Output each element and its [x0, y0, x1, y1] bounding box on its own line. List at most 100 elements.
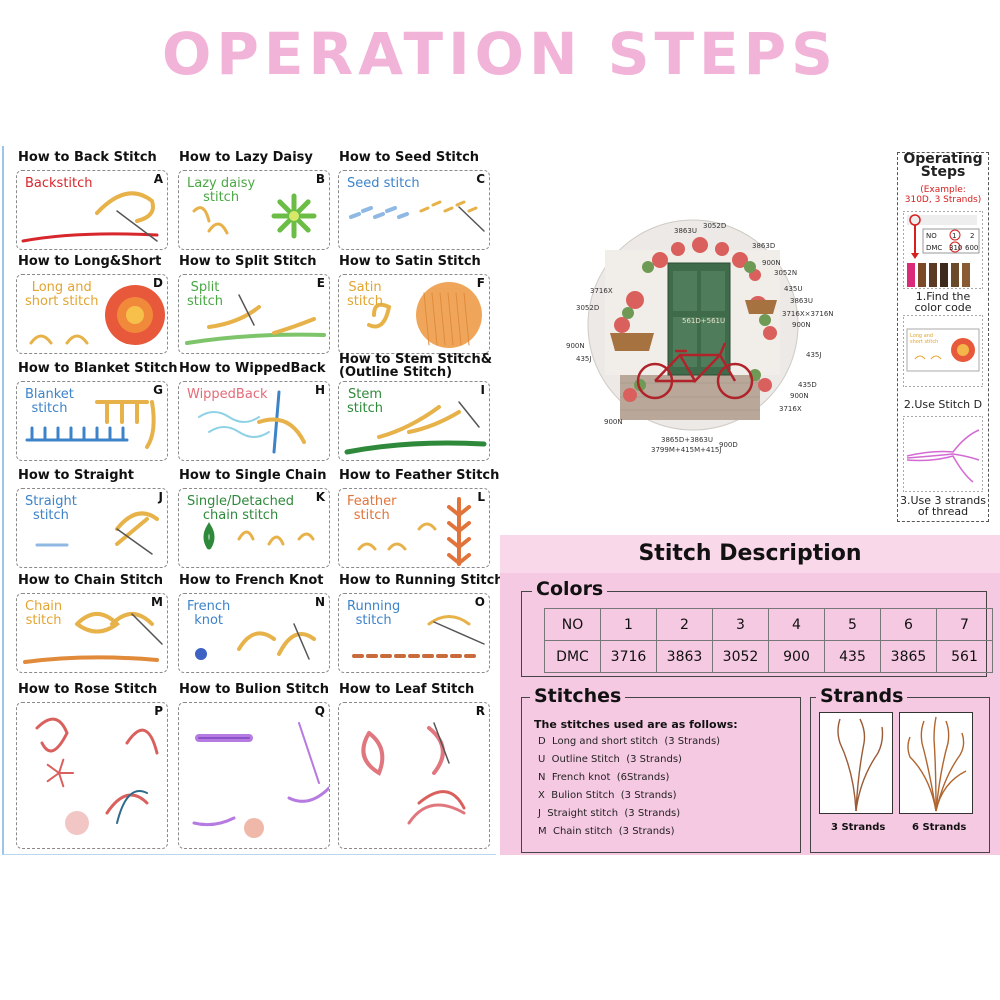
stitch-card-letter: D — [153, 276, 163, 290]
page-title: OPERATION STEPS — [162, 20, 838, 88]
mini-table-dmc: DMC — [926, 244, 943, 252]
thread-code-label: 561D+561U — [682, 317, 726, 325]
stitch-card-letter: F — [476, 276, 485, 290]
stitch-card-letter: H — [314, 383, 325, 397]
stitch-illustration-p — [35, 717, 159, 835]
colors-number-cell: 2 — [656, 608, 713, 641]
mini-table-value-2: 2 — [970, 232, 975, 240]
stitch-card-letter: Q — [314, 704, 325, 718]
thread-code-label: 435U — [784, 285, 803, 293]
thread-code-label: 900N — [762, 259, 781, 267]
stitch-illustration-n — [195, 623, 316, 660]
mini-table-value-310: 310 — [949, 244, 963, 252]
stitch-card-label-k: Single/Detached chain stitch — [187, 494, 295, 523]
colors-number-cell: 4 — [768, 608, 825, 641]
card-title-b: How to Lazy Daisy — [179, 150, 313, 165]
thread-code-label: 3052D — [703, 222, 727, 230]
colors-number-cell: 5 — [824, 608, 881, 641]
mini-table-value-600: 600 — [965, 244, 979, 252]
stitch-illustration-c — [349, 200, 485, 232]
stitch-card-label-o: Running stitch — [347, 599, 401, 628]
stitch-card-letter: O — [474, 595, 485, 609]
stitch-card-r: R — [338, 702, 490, 849]
colors-dmc-cell: 435 — [824, 640, 881, 673]
stitch-card-label-f: Satin stitch — [347, 280, 383, 309]
card-title-m: How to Chain Stitch — [18, 573, 164, 588]
stitch-card-letter: C — [476, 172, 485, 186]
stitch-illustration-i — [344, 401, 487, 455]
stitch-card-letter: K — [315, 490, 325, 504]
stitch-illustration-q — [192, 722, 329, 838]
stitches-title: Stitches — [530, 685, 626, 707]
step1-caption: 1.Find the color code — [914, 290, 972, 314]
stitch-list-item: J Straight stitch (3 Strands) — [538, 808, 681, 819]
card-title-c: How to Seed Stitch — [339, 150, 480, 165]
colors-dmc-cell: 561 — [936, 640, 993, 673]
thread-code-label: 3863U — [790, 297, 813, 305]
stitch-card-letter: I — [480, 383, 485, 397]
colors-dmc-cell: 3863 — [656, 640, 713, 673]
stitch-card-label-g: Blanket stitch — [25, 387, 74, 416]
colors-number-cell: 1 — [600, 608, 657, 641]
stitch-card-i: Stem stitch I — [338, 381, 490, 461]
embroidery-design-image — [587, 219, 799, 431]
stitch-list-item: D Long and short stitch (3 Strands) — [538, 736, 721, 747]
colors-no-header: NO — [544, 608, 601, 641]
step3-caption: 3.Use 3 strands of thread — [899, 494, 987, 518]
stitch-illustration-l — [357, 497, 471, 566]
stitch-illustration-k — [203, 522, 315, 550]
six-strands-image — [899, 712, 973, 814]
stitch-card-label-m: Chain stitch — [25, 599, 63, 628]
stitch-card-letter: J — [158, 490, 163, 504]
card-title-p: How to Rose Stitch — [18, 682, 158, 697]
stitch-illustration-m — [23, 612, 163, 664]
stitch-description-heading: Stitch Description — [500, 535, 1000, 573]
stitch-card-f: Satin stitch F — [338, 274, 490, 354]
stitch-illustration-b — [192, 193, 317, 239]
stitch-card-label-h: WippedBack — [187, 387, 268, 402]
stitch-card-letter: E — [316, 276, 325, 290]
stitches-box — [521, 697, 801, 853]
thread-code-label: 3865D+3863U — [661, 436, 714, 444]
strands-title: Strands — [816, 685, 908, 707]
thread-code-label: 900N — [566, 342, 585, 350]
card-title-l: How to Feather Stitch — [339, 468, 500, 483]
card-title-o: How to Running Stitch — [339, 573, 504, 588]
stitch-card-label-i: Stem stitch — [347, 387, 383, 416]
colors-title: Colors — [532, 578, 608, 600]
thread-code-label: 3863D — [752, 242, 776, 250]
stitch-card-letter: A — [153, 172, 163, 186]
colors-dmc-cell: 3865 — [880, 640, 937, 673]
card-title-k: How to Single Chain — [179, 468, 327, 483]
three-strands-caption: 3 Strands — [831, 822, 886, 833]
card-title-g: How to Blanket Stitch — [18, 361, 178, 376]
thread-code-label: 900N — [792, 321, 811, 329]
colors-dmc-cell: 900 — [768, 640, 825, 673]
card-title-e: How to Split Stitch — [179, 254, 317, 269]
thread-code-label: 3716X — [590, 287, 613, 295]
stitch-guide-panel — [2, 146, 496, 855]
thread-code-label: 435D — [798, 381, 817, 389]
step1-color-chart — [903, 211, 983, 289]
stitch-card-letter: G — [153, 383, 163, 397]
operating-steps-title: Operating Steps — [903, 151, 983, 180]
stitch-illustration-d — [29, 285, 165, 345]
stitch-card-k: Single/Detached chain stitch K — [178, 488, 330, 568]
stitch-card-g: Blanket stitch G — [16, 381, 168, 461]
stitch-list-item: M Chain stitch (3 Strands) — [538, 826, 675, 837]
stitch-card-label-b: Lazy daisy stitch — [187, 176, 256, 205]
card-title-f: How to Satin Stitch — [339, 254, 481, 269]
stitch-card-label-l: Feather stitch — [347, 494, 397, 523]
thread-code-label: 435J — [806, 351, 822, 359]
mini-table-value-1: 1 — [952, 232, 957, 240]
thread-code-label: 900N — [790, 392, 809, 400]
step3-thread-preview — [903, 416, 983, 492]
